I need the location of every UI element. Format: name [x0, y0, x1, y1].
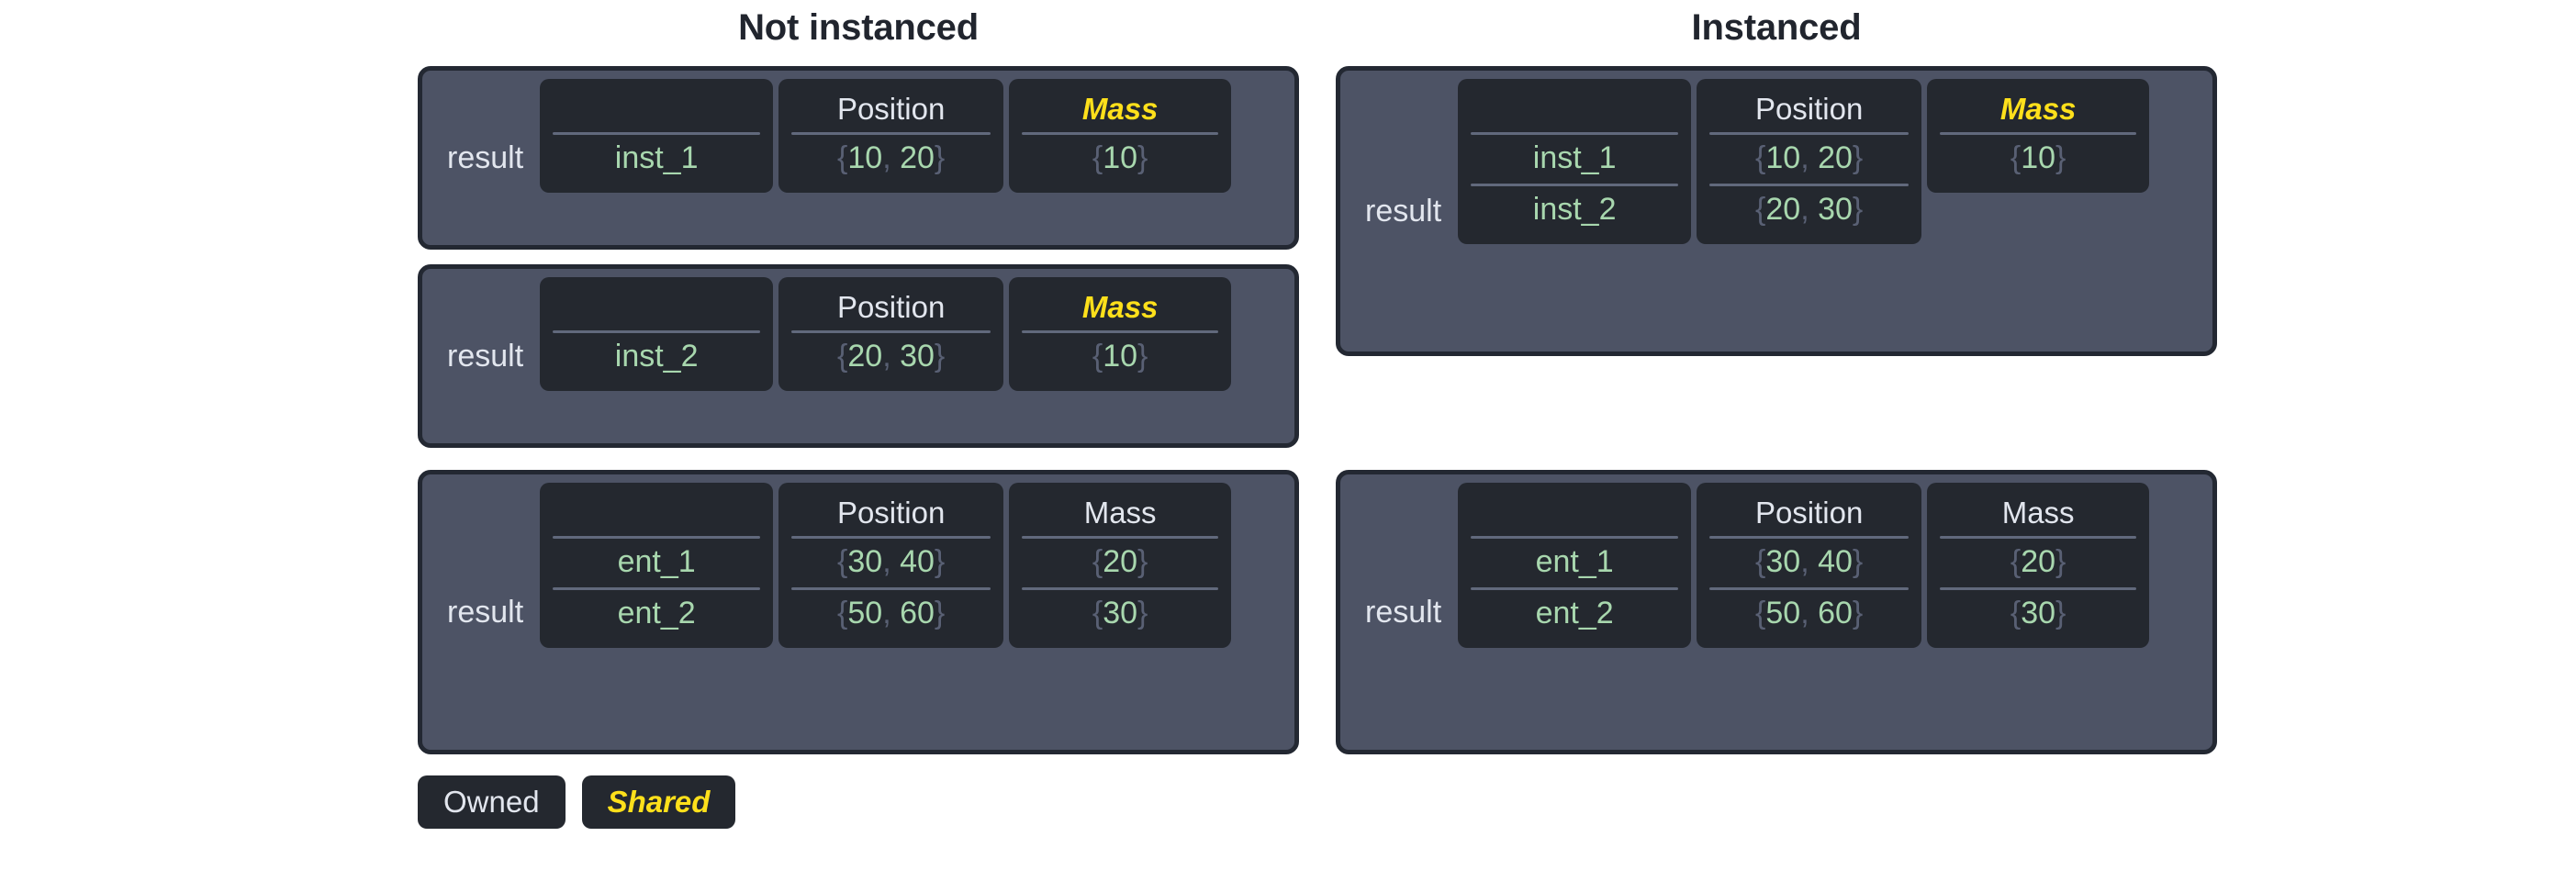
cell-position: {50, 60}: [778, 587, 1003, 639]
record-panel: result inst_2 Position {20, 30} Mass {10…: [418, 264, 1299, 448]
legend-item-shared: Shared: [581, 775, 736, 829]
column-header-mass: Mass: [1999, 92, 2077, 126]
column-header-name: [1458, 490, 1691, 536]
record-label: result: [1365, 594, 1442, 630]
cell-position: {30, 40}: [778, 536, 1003, 587]
record-panel: result ent_1 ent_2 Position {30, 40} {50…: [1336, 470, 2217, 754]
column-mass: Mass {10}: [1927, 79, 2150, 193]
column-header-position: Position: [836, 92, 946, 126]
cell-position: {30, 40}: [1697, 536, 1921, 587]
column-name: inst_2: [540, 277, 774, 391]
section-title-not-instanced: Not instanced: [738, 7, 979, 48]
column-header-position: Position: [836, 496, 946, 530]
column-mass: Mass {20} {30}: [1927, 483, 2150, 648]
column-mass: Mass {10}: [1009, 277, 1232, 391]
cell-mass: {30}: [1009, 587, 1231, 639]
record-label: result: [447, 338, 524, 374]
cell-position: {20, 30}: [1697, 184, 1921, 235]
cell-position: {20, 30}: [778, 330, 1003, 382]
column-group: ent_1 ent_2 Position {30, 40} {50, 60} M…: [1458, 483, 2204, 742]
cell-name: inst_1: [540, 132, 773, 184]
column-header-mass: Mass: [1081, 290, 1159, 324]
column-position: Position {30, 40} {50, 60}: [1697, 483, 1922, 648]
column-name: ent_1 ent_2: [540, 483, 774, 648]
column-name: inst_1: [540, 79, 774, 193]
column-mass: Mass {20} {30}: [1009, 483, 1232, 648]
record-panel: result ent_1 ent_2 Position {30, 40} {50…: [418, 470, 1299, 754]
column-name: ent_1 ent_2: [1458, 483, 1692, 648]
cell-name: inst_1: [1458, 132, 1691, 184]
section-title-instanced: Instanced: [1691, 7, 1862, 48]
cell-mass: {10}: [1009, 330, 1231, 382]
legend: Owned Shared: [418, 775, 736, 829]
cell-name: inst_2: [540, 330, 773, 382]
cell-position: {50, 60}: [1697, 587, 1921, 639]
cell-name: ent_1: [540, 536, 773, 587]
cell-position: {10, 20}: [1697, 132, 1921, 184]
column-header-position: Position: [836, 290, 946, 324]
column-header-name: [540, 86, 773, 132]
column-header-name: [1458, 86, 1691, 132]
record-label: result: [447, 594, 524, 630]
column-header-position: Position: [1754, 496, 1864, 530]
column-position: Position {10, 20} {20, 30}: [1697, 79, 1922, 244]
cell-name: ent_1: [1458, 536, 1691, 587]
cell-name: ent_2: [1458, 587, 1691, 639]
record-label: result: [1365, 193, 1442, 229]
column-position: Position {20, 30}: [778, 277, 1004, 391]
record-label: result: [447, 139, 524, 175]
cell-mass: {20}: [1927, 536, 2149, 587]
cell-mass: {30}: [1927, 587, 2149, 639]
column-position: Position {10, 20}: [778, 79, 1004, 193]
column-header-mass: Mass: [1083, 496, 1157, 530]
record-panel: result inst_1 inst_2 Position {10, 20} {…: [1336, 66, 2217, 356]
cell-mass: {10}: [1009, 132, 1231, 184]
column-name: inst_1 inst_2: [1458, 79, 1692, 244]
column-group: inst_2 Position {20, 30} Mass {10}: [540, 277, 1286, 435]
column-position: Position {30, 40} {50, 60}: [778, 483, 1004, 648]
legend-item-owned: Owned: [418, 775, 566, 829]
column-mass: Mass {10}: [1009, 79, 1232, 193]
column-group: inst_1 inst_2 Position {10, 20} {20, 30}…: [1458, 79, 2204, 343]
column-header-position: Position: [1754, 92, 1864, 126]
cell-name: inst_2: [1458, 184, 1691, 235]
record-panel: result inst_1 Position {10, 20} Mass {10…: [418, 66, 1299, 250]
column-group: ent_1 ent_2 Position {30, 40} {50, 60} M…: [540, 483, 1286, 742]
column-header-mass: Mass: [1081, 92, 1159, 126]
cell-name: ent_2: [540, 587, 773, 639]
column-group: inst_1 Position {10, 20} Mass {10}: [540, 79, 1286, 237]
cell-position: {10, 20}: [778, 132, 1003, 184]
column-header-name: [540, 490, 773, 536]
cell-mass: {10}: [1927, 132, 2149, 184]
cell-mass: {20}: [1009, 536, 1231, 587]
column-header-mass: Mass: [2001, 496, 2075, 530]
column-header-name: [540, 284, 773, 330]
